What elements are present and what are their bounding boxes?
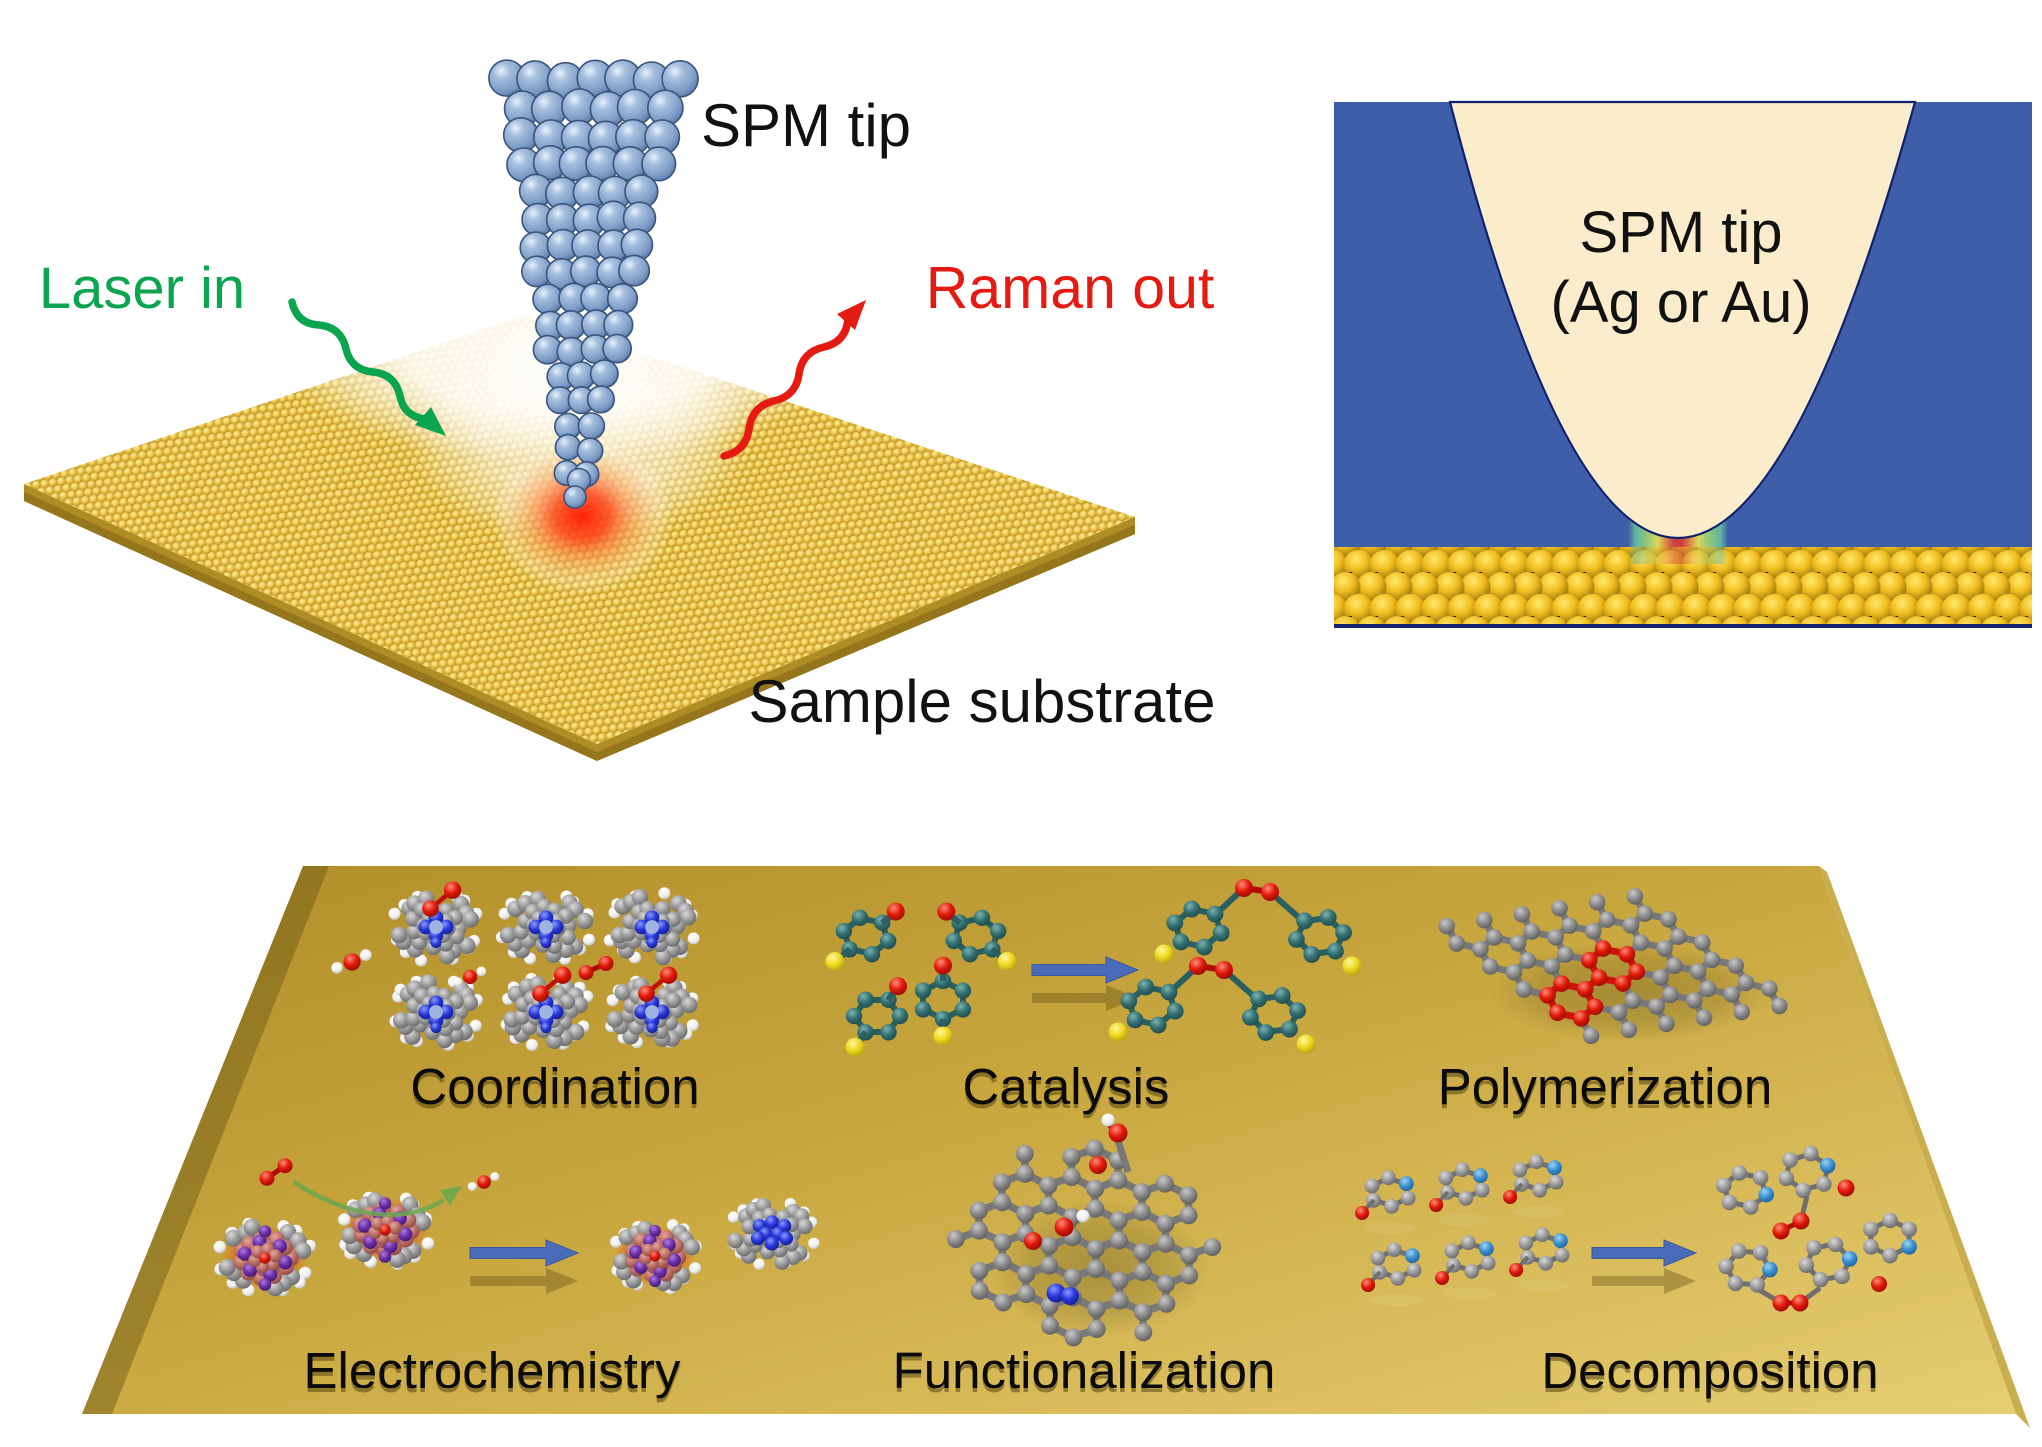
svg-text:SPM tip: SPM tip: [1579, 200, 1782, 265]
svg-text:Coordination: Coordination: [410, 1058, 699, 1115]
svg-text:Polymerization: Polymerization: [1438, 1058, 1772, 1115]
svg-text:Sample substrate: Sample substrate: [749, 668, 1216, 735]
svg-text:Decomposition: Decomposition: [1541, 1346, 1878, 1403]
svg-text:Coordination: Coordination: [410, 1062, 699, 1119]
svg-text:Electrochemistry: Electrochemistry: [304, 1346, 681, 1403]
svg-text:Electrochemistry: Electrochemistry: [304, 1342, 681, 1399]
svg-text:Polymerization: Polymerization: [1438, 1062, 1772, 1119]
svg-text:Functionalization: Functionalization: [893, 1342, 1276, 1399]
svg-text:Functionalization: Functionalization: [893, 1346, 1276, 1403]
svg-text:SPM tip: SPM tip: [701, 92, 911, 159]
svg-text:Laser in: Laser in: [39, 256, 245, 321]
svg-text:(Ag or Au): (Ag or Au): [1550, 270, 1811, 335]
svg-text:Decomposition: Decomposition: [1541, 1342, 1878, 1399]
svg-text:Catalysis: Catalysis: [963, 1062, 1170, 1119]
svg-text:Catalysis: Catalysis: [963, 1058, 1170, 1115]
svg-text:Raman out: Raman out: [926, 255, 1215, 321]
